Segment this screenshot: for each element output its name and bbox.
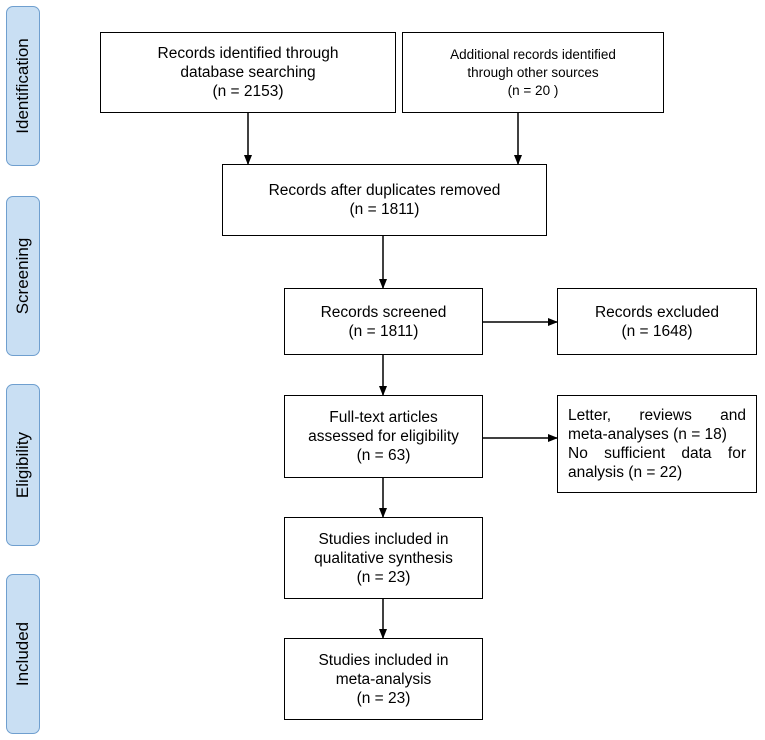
- database-search-line2: database searching: [180, 64, 316, 81]
- database-search-box: Records identified through database sear…: [100, 32, 396, 113]
- fulltext-assessed-box: Full-text articles assessed for eligibil…: [284, 395, 483, 478]
- other-sources-count: (n = 20 ): [507, 82, 559, 98]
- meta-analysis-box: Studies included in meta-analysis (n = 2…: [284, 638, 483, 720]
- fulltext-assessed-line1: Full-text articles: [329, 409, 438, 426]
- duplicates-removed-box: Records after duplicates removed (n = 18…: [222, 164, 547, 236]
- stage-screening-tab: Screening: [6, 196, 40, 356]
- fulltext-excluded-line4: analysis (n = 22): [568, 464, 683, 481]
- meta-analysis-line1: Studies included in: [318, 651, 449, 669]
- fulltext-excluded-line2: meta-analyses (n = 18): [568, 426, 727, 443]
- other-sources-line1: Additional records identified: [450, 46, 616, 62]
- other-sources-line2: through other sources: [467, 64, 599, 80]
- records-screened-line1: Records screened: [320, 303, 447, 321]
- records-screened-box: Records screened (n = 1811): [284, 288, 483, 355]
- qualitative-count: (n = 23): [356, 568, 411, 586]
- fulltext-assessed-line2: assessed for eligibility: [308, 428, 459, 445]
- meta-analysis-count: (n = 23): [356, 689, 411, 707]
- records-excluded-line1: Records excluded: [594, 303, 720, 321]
- other-sources-box: Additional records identified through ot…: [402, 32, 664, 113]
- stage-identification-tab: Identification: [6, 6, 40, 166]
- stage-included-tab: Included: [6, 574, 40, 734]
- records-screened-count: (n = 1811): [348, 322, 419, 340]
- database-search-line1: Records identified through: [157, 45, 339, 62]
- qualitative-line1: Studies included in: [318, 530, 449, 548]
- meta-analysis-line2: meta-analysis: [335, 670, 432, 688]
- stage-eligibility-tab: Eligibility: [6, 384, 40, 546]
- fulltext-excluded-line3: No sufficient data for: [568, 445, 746, 462]
- fulltext-excluded-line1: Letter, reviews and: [568, 407, 746, 424]
- fulltext-assessed-count: (n = 63): [356, 447, 411, 464]
- database-search-count: (n = 2153): [212, 83, 284, 100]
- fulltext-excluded-box: Letter, reviews and meta-analyses (n = 1…: [557, 395, 757, 493]
- duplicates-removed-line1: Records after duplicates removed: [268, 182, 501, 199]
- qualitative-line2: qualitative synthesis: [314, 549, 453, 567]
- records-excluded-count: (n = 1648): [621, 322, 693, 340]
- records-excluded-box: Records excluded (n = 1648): [557, 288, 757, 355]
- duplicates-removed-count: (n = 1811): [349, 201, 420, 218]
- qualitative-synthesis-box: Studies included in qualitative synthesi…: [284, 517, 483, 599]
